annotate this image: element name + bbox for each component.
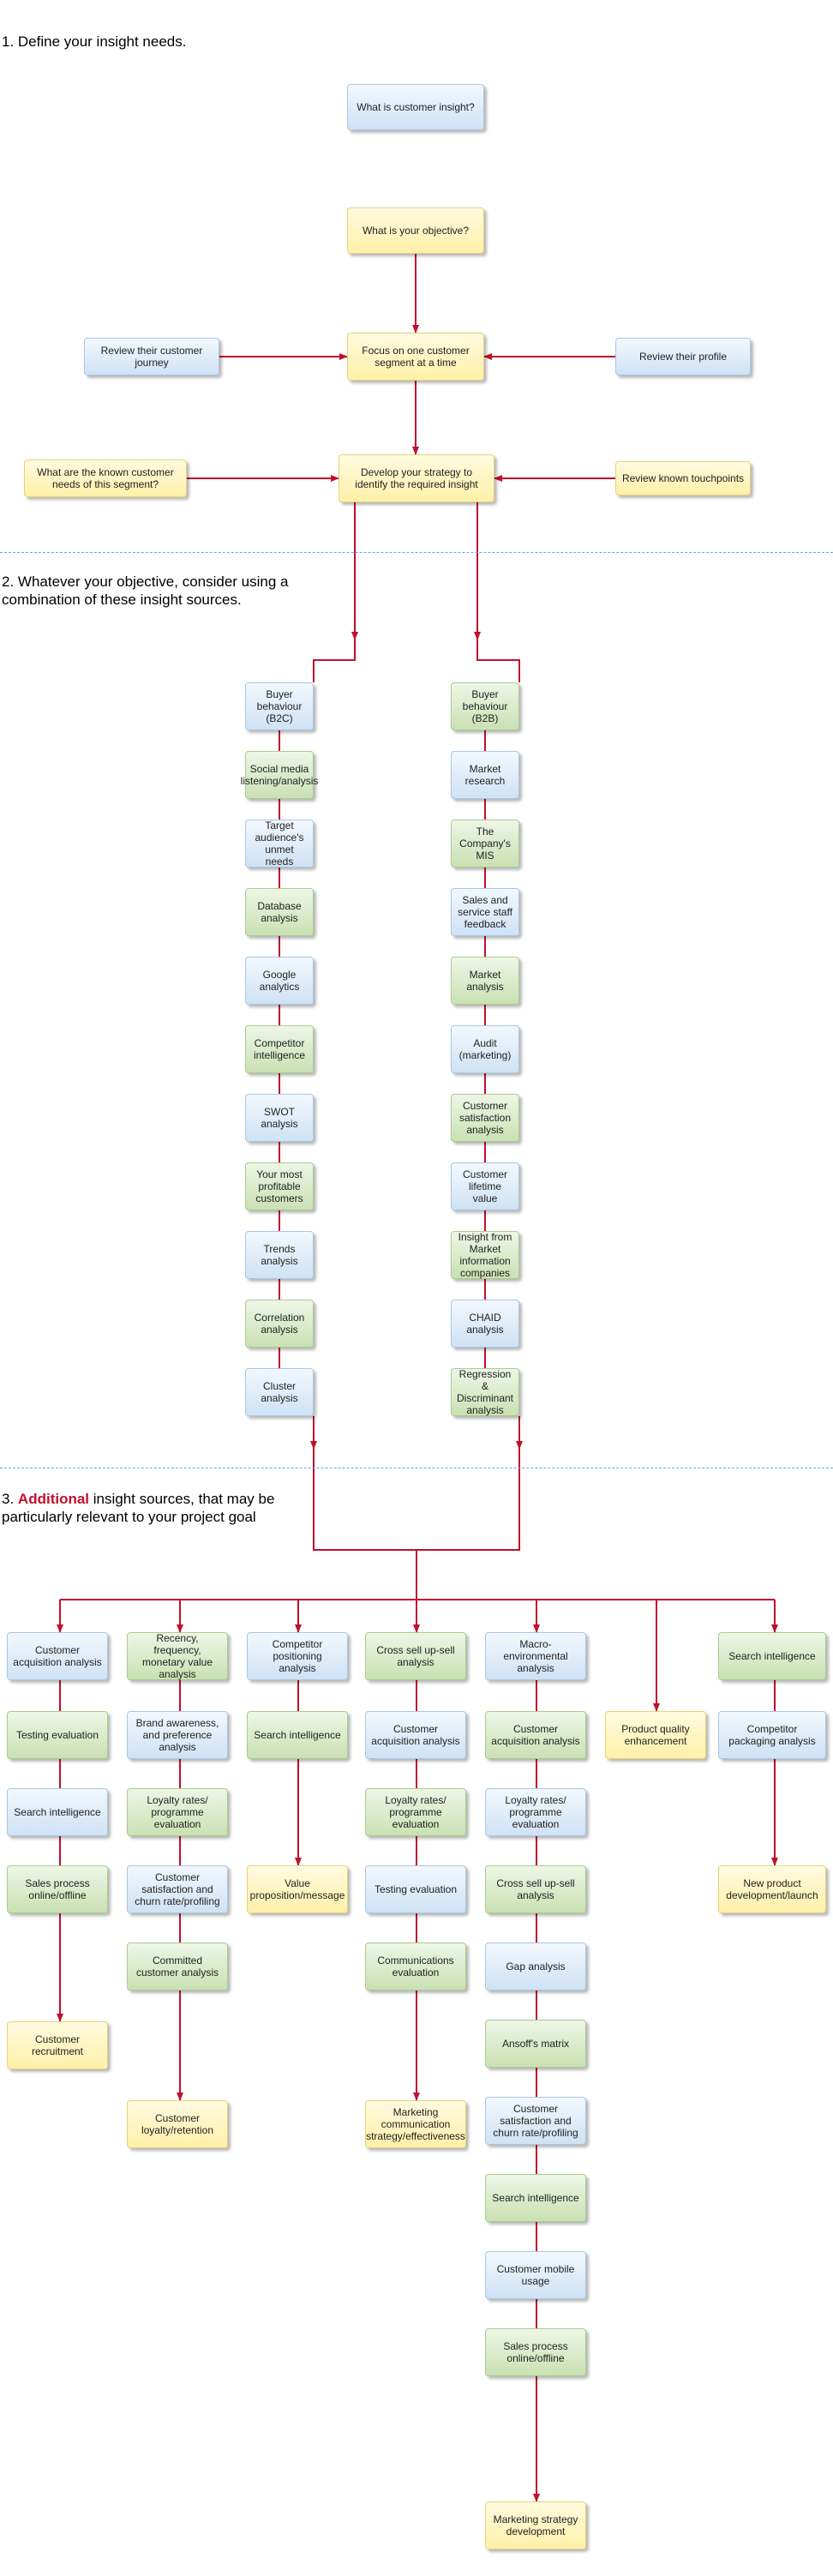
b2c-source-google-analytics: Google analytics [245,957,314,1005]
col7-search-intelligence: Search intelligence [718,1632,826,1680]
b2b-source-sales-and-service-staff-feedback: Sales and service staff feedback [451,888,519,936]
b2b-source-audit-marketing: Audit (marketing) [451,1025,519,1073]
col2-recency-frequency-monetary-value-analysis: Recency, frequency, monetary value analy… [127,1632,228,1680]
review-profile-box: Review their profile [615,338,751,375]
col5-ansoff-s-matrix: Ansoff's matrix [485,2020,586,2068]
col4-marketing-communication-strategy-effectiveness: Marketing communication strategy/effecti… [365,2100,466,2148]
col4-customer-acquisition-analysis: Customer acquisition analysis [365,1711,466,1759]
b2b-source-customer-satisfaction-analysis: Customer satisfaction analysis [451,1094,519,1142]
b2c-source-database-analysis: Database analysis [245,888,314,936]
b2c-source-trends-analysis: Trends analysis [245,1231,314,1279]
col2-committed-customer-analysis: Committed customer analysis [127,1943,228,1991]
objective-box: What is your objective? [347,207,484,254]
col5-macro-environmental-analysis: Macro-environmental analysis [485,1632,586,1680]
col7-competitor-packaging-analysis: Competitor packaging analysis [718,1711,826,1759]
section-3-accent: Additional [17,1491,90,1507]
col5-loyalty-rates-programme-evaluation: Loyalty rates/ programme evaluation [485,1788,586,1836]
col1-customer-acquisition-analysis: Customer acquisition analysis [7,1632,108,1680]
col2-brand-awareness-and-preference-analysis: Brand awareness, and preference analysis [127,1711,228,1759]
b2c-source-target-audience-s-unmet-needs: Target audience's unmet needs [245,820,314,868]
col5-search-intelligence: Search intelligence [485,2174,586,2222]
col5-customer-satisfaction-and-churn-rate-profiling: Customer satisfaction and churn rate/pro… [485,2097,586,2145]
develop-strategy-box: Develop your strategy to identify the re… [339,454,494,502]
col3-value-proposition-message: Value proposition/message [247,1865,348,1913]
col3-competitor-positioning-analysis: Competitor positioning analysis [247,1632,348,1680]
col6-product-quality-enhancement: Product quality enhancement [605,1711,706,1759]
col1-search-intelligence: Search intelligence [7,1788,108,1836]
section-3-heading: 3. Additional insight sources, that may … [2,1490,274,1526]
b2c-source-correlation-analysis: Correlation analysis [245,1300,314,1348]
col7-new-product-development-launch: New product development/launch [718,1865,826,1913]
col1-customer-recruitment: Customer recruitment [7,2021,108,2069]
review-customer-journey-box: Review their customer journey [84,338,219,375]
b2b-source-chaid-analysis: CHAID analysis [451,1300,519,1348]
col5-gap-analysis: Gap analysis [485,1943,586,1991]
line-connector [313,1449,520,1551]
b2b-source-insight-from-market-information-companies: Insight from Market information companie… [451,1231,519,1279]
line-connector [313,639,356,682]
known-customer-needs-box: What are the known customer needs of thi… [24,459,187,497]
col5-customer-mobile-usage: Customer mobile usage [485,2251,586,2299]
b2b-source-the-company-s-mis: The Company's MIS [451,820,519,868]
b2b-source-customer-lifetime-value: Customer lifetime value [451,1162,519,1210]
what-is-customer-insight-box: What is customer insight? [347,84,484,130]
b2b-source-market-research: Market research [451,751,519,799]
col1-sales-process-online-offline: Sales process online/offline [7,1865,108,1913]
col5-sales-process-online-offline: Sales process online/offline [485,2328,586,2376]
col4-communications-evaluation: Communications evaluation [365,1943,466,1991]
col2-customer-satisfaction-and-churn-rate-profiling: Customer satisfaction and churn rate/pro… [127,1865,228,1913]
b2c-source-cluster-analysis: Cluster analysis [245,1368,314,1416]
b2c-source-competitor-intelligence: Competitor intelligence [245,1025,314,1073]
col3-search-intelligence: Search intelligence [247,1711,348,1759]
section-3-text: insight sources, that may be particularl… [2,1491,275,1525]
col4-testing-evaluation: Testing evaluation [365,1865,466,1913]
b2c-source-swot-analysis: SWOT analysis [245,1094,314,1142]
b2c-source-social-media-listening-analysis: Social media listening/analysis [241,751,318,799]
col4-cross-sell-up-sell-analysis: Cross sell up-sell analysis [365,1632,466,1680]
col5-customer-acquisition-analysis: Customer acquisition analysis [485,1711,586,1759]
col2-customer-loyalty-retention: Customer loyalty/retention [127,2100,228,2148]
section-1-heading: 1. Define your insight needs. [2,33,187,50]
section-3-number: 3. [2,1491,15,1507]
col5-cross-sell-up-sell-analysis: Cross sell up-sell analysis [485,1865,586,1913]
line-connector [476,639,520,682]
col4-loyalty-rates-programme-evaluation: Loyalty rates/ programme evaluation [365,1788,466,1836]
b2b-source-market-analysis: Market analysis [451,957,519,1005]
focus-segment-box: Focus on one customer segment at a time [347,333,484,381]
b2b-source-buyer-behaviour-b2b: Buyer behaviour (B2B) [451,682,519,730]
b2c-source-buyer-behaviour-b2c: Buyer behaviour (B2C) [245,682,314,730]
section-2-heading: 2. Whatever your objective, consider usi… [2,573,289,608]
col2-loyalty-rates-programme-evaluation: Loyalty rates/ programme evaluation [127,1788,228,1836]
section-separator [0,552,833,553]
b2b-source-regression-discriminant-analysis: Regression & Discriminant analysis [451,1368,519,1416]
review-touchpoints-box: Review known touchpoints [615,461,751,495]
b2c-source-your-most-profitable-customers: Your most profitable customers [245,1162,314,1210]
col5-marketing-strategy-development: Marketing strategy development [485,2501,586,2549]
col1-testing-evaluation: Testing evaluation [7,1711,108,1759]
